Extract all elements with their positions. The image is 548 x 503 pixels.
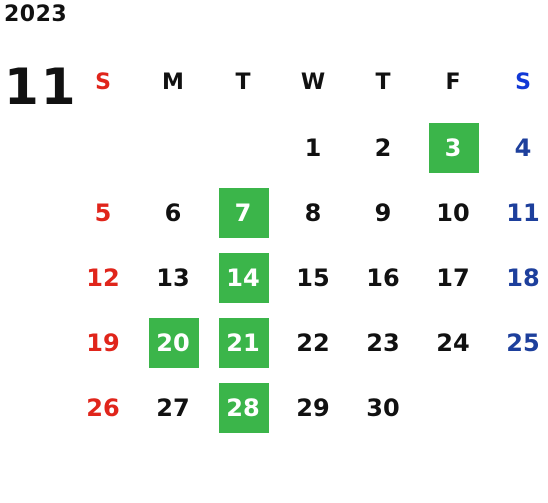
calendar-day[interactable]: 16 [348,245,418,310]
calendar-day-highlighted[interactable]: 28 [208,375,278,440]
calendar-day[interactable]: 13 [138,245,208,310]
day-number: 8 [304,198,322,227]
day-number: 6 [164,198,182,227]
weekday-header-fri: F [445,70,461,95]
day-number: 25 [506,328,540,357]
calendar-day[interactable]: 30 [348,375,418,440]
calendar-day[interactable]: 17 [418,245,488,310]
calendar-day-highlighted[interactable]: 20 [138,310,208,375]
month-number: 11 [4,58,78,116]
calendar-day[interactable]: 1 [278,115,348,180]
calendar-day[interactable]: 26 [68,375,138,440]
weekday-header-thu: T [375,70,391,95]
calendar-day-highlighted[interactable]: 3 [418,115,488,180]
calendar-day[interactable]: 9 [348,180,418,245]
calendar-day[interactable]: 27 [138,375,208,440]
calendar-day[interactable]: 29 [278,375,348,440]
weekday-header-wed: W [300,70,326,95]
weekday-header-tue: T [235,70,251,95]
day-number: 10 [436,198,470,227]
day-number: 2 [374,133,392,162]
day-number: 18 [506,263,540,292]
day-number: 13 [156,263,190,292]
day-number: 28 [226,393,260,422]
calendar-day[interactable]: 2 [348,115,418,180]
day-number: 27 [156,393,190,422]
calendar-day[interactable]: 11 [488,180,548,245]
calendar-day[interactable]: 19 [68,310,138,375]
blank-cell [208,115,278,180]
year-label: 2023 [4,2,68,27]
day-number: 24 [436,328,470,357]
day-number: 20 [156,328,190,357]
day-number: 26 [86,393,120,422]
day-number: 29 [296,393,330,422]
calendar-day[interactable]: 25 [488,310,548,375]
day-number: 11 [506,198,540,227]
calendar-day[interactable]: 5 [68,180,138,245]
day-number: 4 [514,133,532,162]
day-number: 1 [304,133,322,162]
calendar-day[interactable]: 22 [278,310,348,375]
weekday-header-mon: M [162,70,184,95]
calendar-day-highlighted[interactable]: 7 [208,180,278,245]
day-number: 17 [436,263,470,292]
day-number: 21 [226,328,260,357]
day-number: 16 [366,263,400,292]
day-number: 15 [296,263,330,292]
calendar-day-highlighted[interactable]: 21 [208,310,278,375]
calendar-day[interactable]: 8 [278,180,348,245]
day-number: 19 [86,328,120,357]
day-number: 23 [366,328,400,357]
calendar-day[interactable]: 23 [348,310,418,375]
calendar-day[interactable]: 15 [278,245,348,310]
calendar-day[interactable]: 12 [68,245,138,310]
day-number: 5 [94,198,112,227]
calendar-day[interactable]: 10 [418,180,488,245]
day-number: 30 [366,393,400,422]
calendar-day[interactable]: 18 [488,245,548,310]
day-number: 12 [86,263,120,292]
day-number: 22 [296,328,330,357]
weekday-header-sat: S [515,70,531,95]
day-number: 3 [444,133,462,162]
blank-cell [68,115,138,180]
day-number: 14 [226,263,260,292]
calendar-day-highlighted[interactable]: 14 [208,245,278,310]
weekday-header-sun: S [95,70,111,95]
calendar-day[interactable]: 6 [138,180,208,245]
blank-cell [138,115,208,180]
day-number: 7 [234,198,252,227]
calendar-day[interactable]: 4 [488,115,548,180]
calendar-day[interactable]: 24 [418,310,488,375]
day-number: 9 [374,198,392,227]
